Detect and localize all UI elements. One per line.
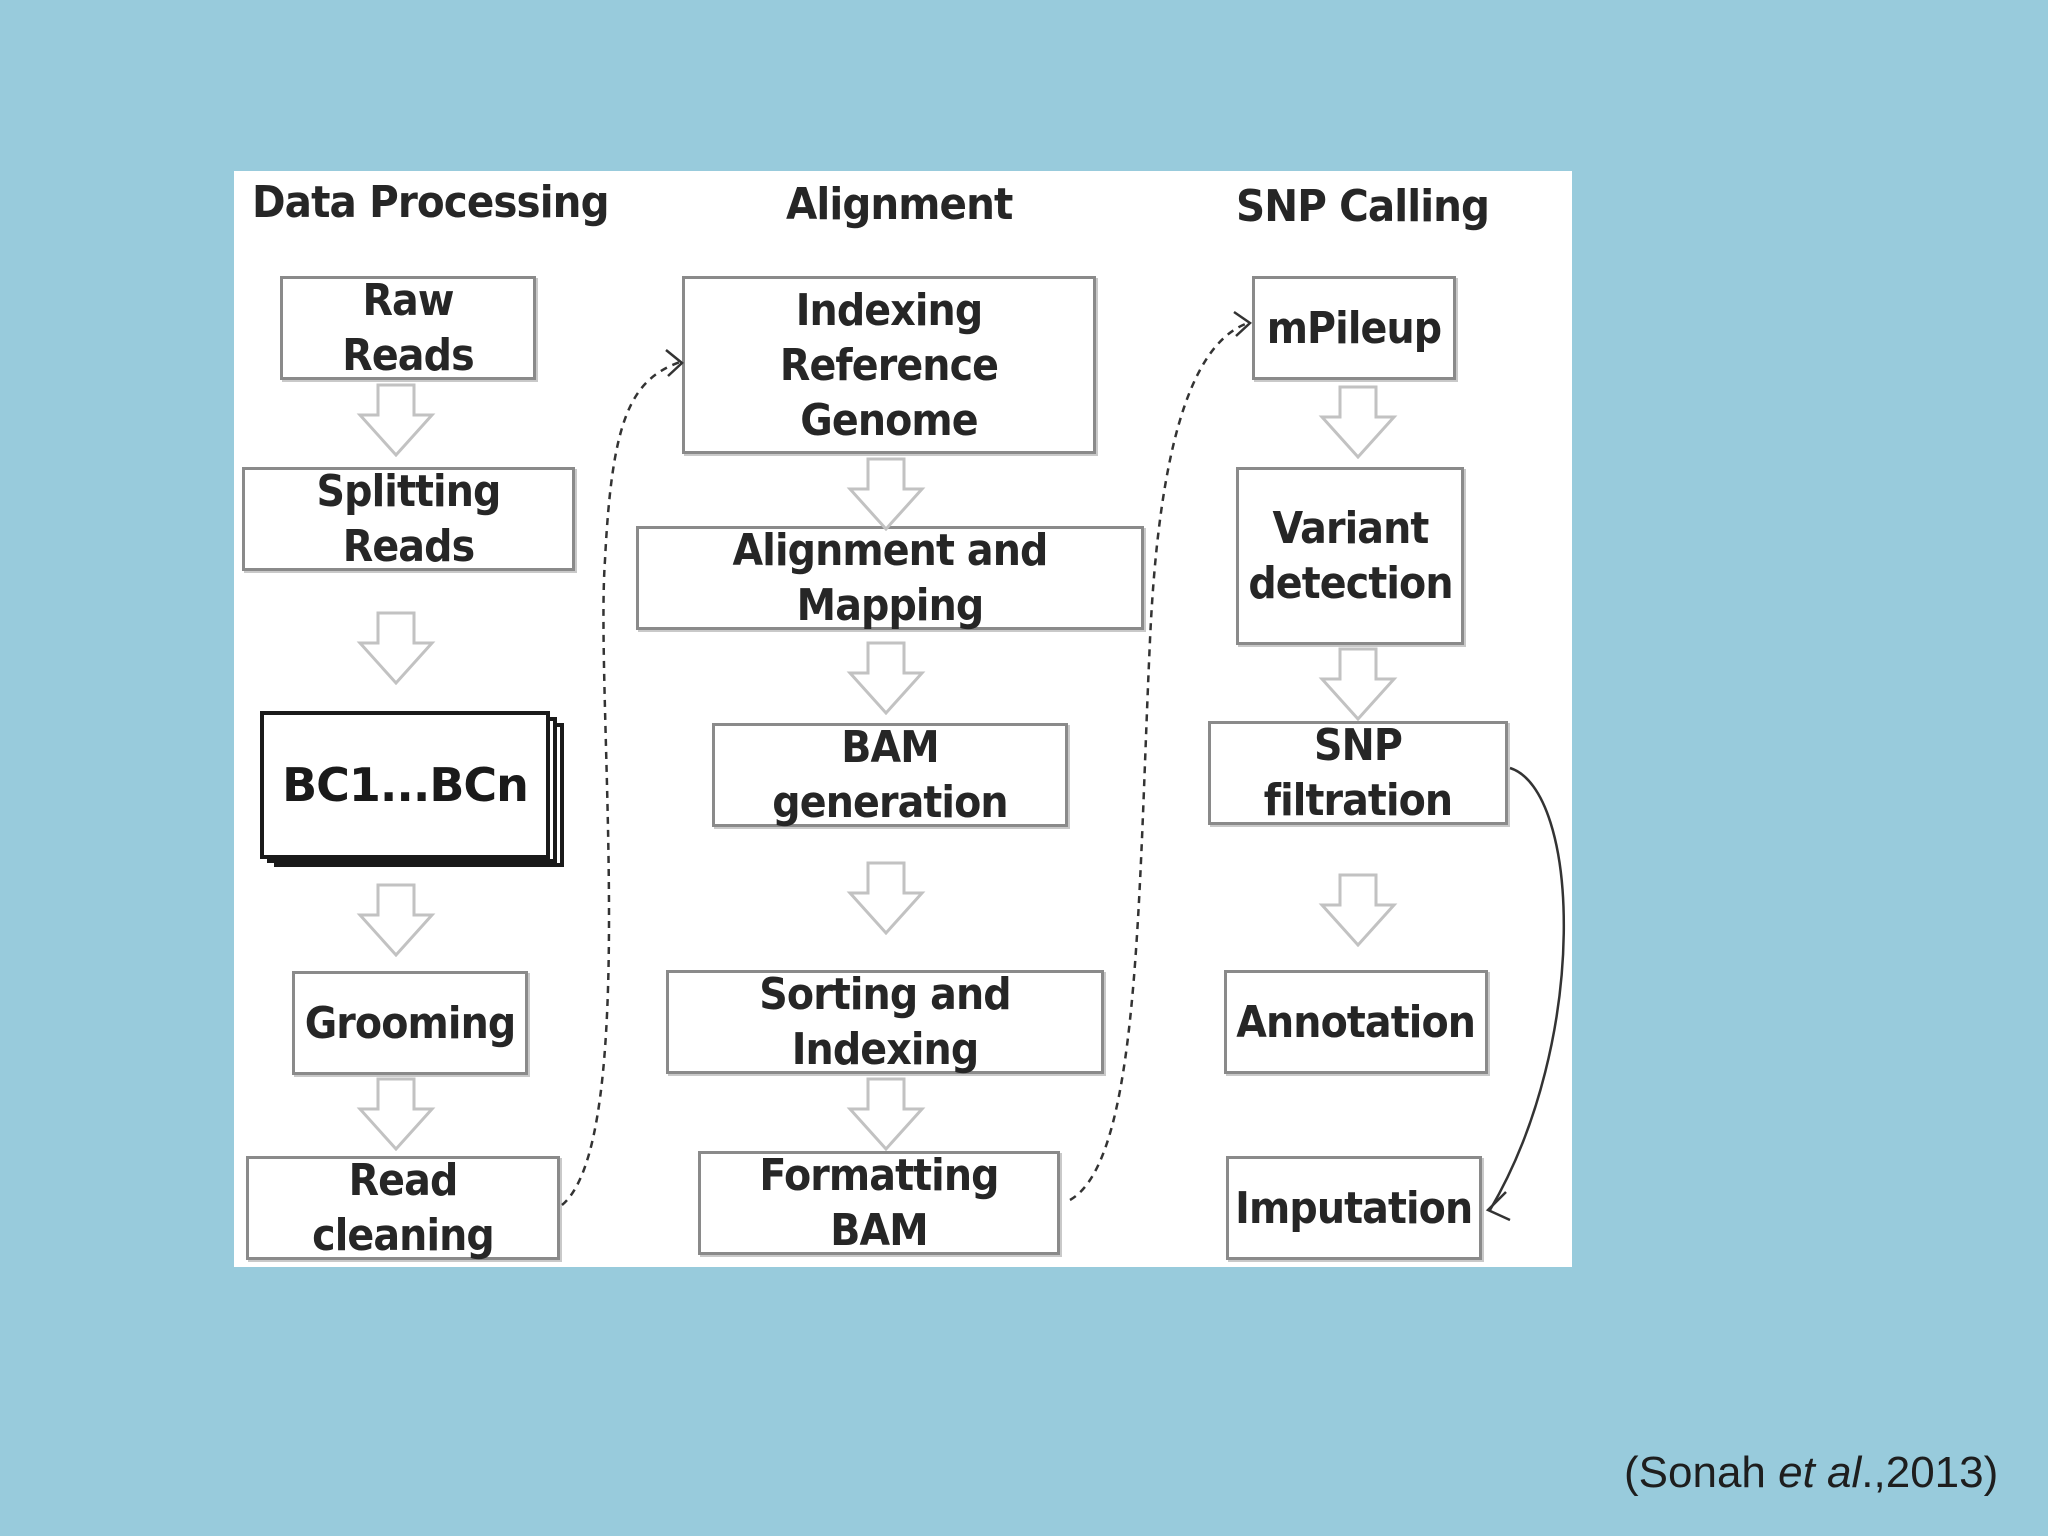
citation-authors: (Sonah bbox=[1624, 1448, 1779, 1497]
step-grooming: Grooming bbox=[292, 971, 528, 1075]
step-formatting-bam: Formatting BAM bbox=[698, 1150, 1060, 1256]
step-mpileup-label: mPileup bbox=[1266, 302, 1442, 354]
step-bam-generation-label: BAM generation bbox=[772, 722, 1008, 828]
step-imputation-label: Imputation bbox=[1235, 1182, 1473, 1234]
down-arrow-icon bbox=[1318, 385, 1398, 459]
down-arrow-icon bbox=[846, 1077, 926, 1151]
workflow-figure: Data Processing Alignment SNP Calling Ra… bbox=[234, 171, 1572, 1267]
citation-year: .,2013) bbox=[1861, 1448, 1999, 1497]
step-bam-generation: BAM generation bbox=[712, 722, 1068, 828]
step-variant-detection: Variant detection bbox=[1236, 467, 1464, 645]
down-arrow-icon bbox=[356, 1077, 436, 1151]
down-arrow-icon bbox=[356, 883, 436, 957]
step-splitting-reads-label: Splitting Reads bbox=[316, 466, 502, 572]
step-raw-reads: Raw Reads bbox=[280, 275, 536, 381]
step-snp-filtration: SNP filtration bbox=[1208, 720, 1508, 826]
down-arrow-icon bbox=[846, 861, 926, 935]
barcode-stack: BC1...BCn bbox=[260, 711, 550, 859]
step-sorting-and-indexing-label: Sorting and Indexing bbox=[759, 969, 1011, 1075]
citation: (Sonah et al.,2013) bbox=[1624, 1448, 1998, 1498]
step-raw-reads-label: Raw Reads bbox=[342, 275, 474, 381]
down-arrow-icon bbox=[356, 611, 436, 685]
step-alignment-and-mapping: Alignment and Mapping bbox=[636, 525, 1144, 631]
step-indexing-reference-genome: Indexing Reference Genome bbox=[682, 276, 1096, 454]
column-heading-snp-calling: SNP Calling bbox=[1236, 181, 1490, 232]
down-arrow-icon bbox=[1318, 873, 1398, 947]
down-arrow-icon bbox=[846, 641, 926, 715]
down-arrow-icon bbox=[1318, 647, 1398, 721]
step-read-cleaning: Read cleaning bbox=[246, 1155, 560, 1261]
down-arrow-icon bbox=[356, 383, 436, 457]
down-arrow-icon bbox=[846, 457, 926, 531]
step-snp-filtration-label: SNP filtration bbox=[1263, 720, 1453, 826]
step-imputation: Imputation bbox=[1226, 1156, 1482, 1260]
step-splitting-reads: Splitting Reads bbox=[242, 466, 575, 572]
step-read-cleaning-label: Read cleaning bbox=[312, 1155, 495, 1261]
step-annotation-label: Annotation bbox=[1236, 996, 1477, 1048]
step-indexing-reference-genome-label: Indexing Reference Genome bbox=[779, 284, 999, 446]
step-variant-detection-label: Variant detection bbox=[1247, 503, 1453, 609]
step-sorting-and-indexing: Sorting and Indexing bbox=[666, 969, 1104, 1075]
step-annotation: Annotation bbox=[1224, 970, 1488, 1074]
step-mpileup: mPileup bbox=[1252, 276, 1456, 380]
step-alignment-and-mapping-label: Alignment and Mapping bbox=[732, 525, 1049, 631]
column-heading-data-processing: Data Processing bbox=[252, 177, 610, 228]
step-formatting-bam-label: Formatting BAM bbox=[759, 1150, 999, 1256]
citation-et-al: et al bbox=[1778, 1448, 1862, 1497]
barcode-stack-label: BC1...BCn bbox=[282, 758, 529, 812]
column-heading-alignment: Alignment bbox=[786, 179, 1013, 230]
step-grooming-label: Grooming bbox=[304, 997, 517, 1049]
